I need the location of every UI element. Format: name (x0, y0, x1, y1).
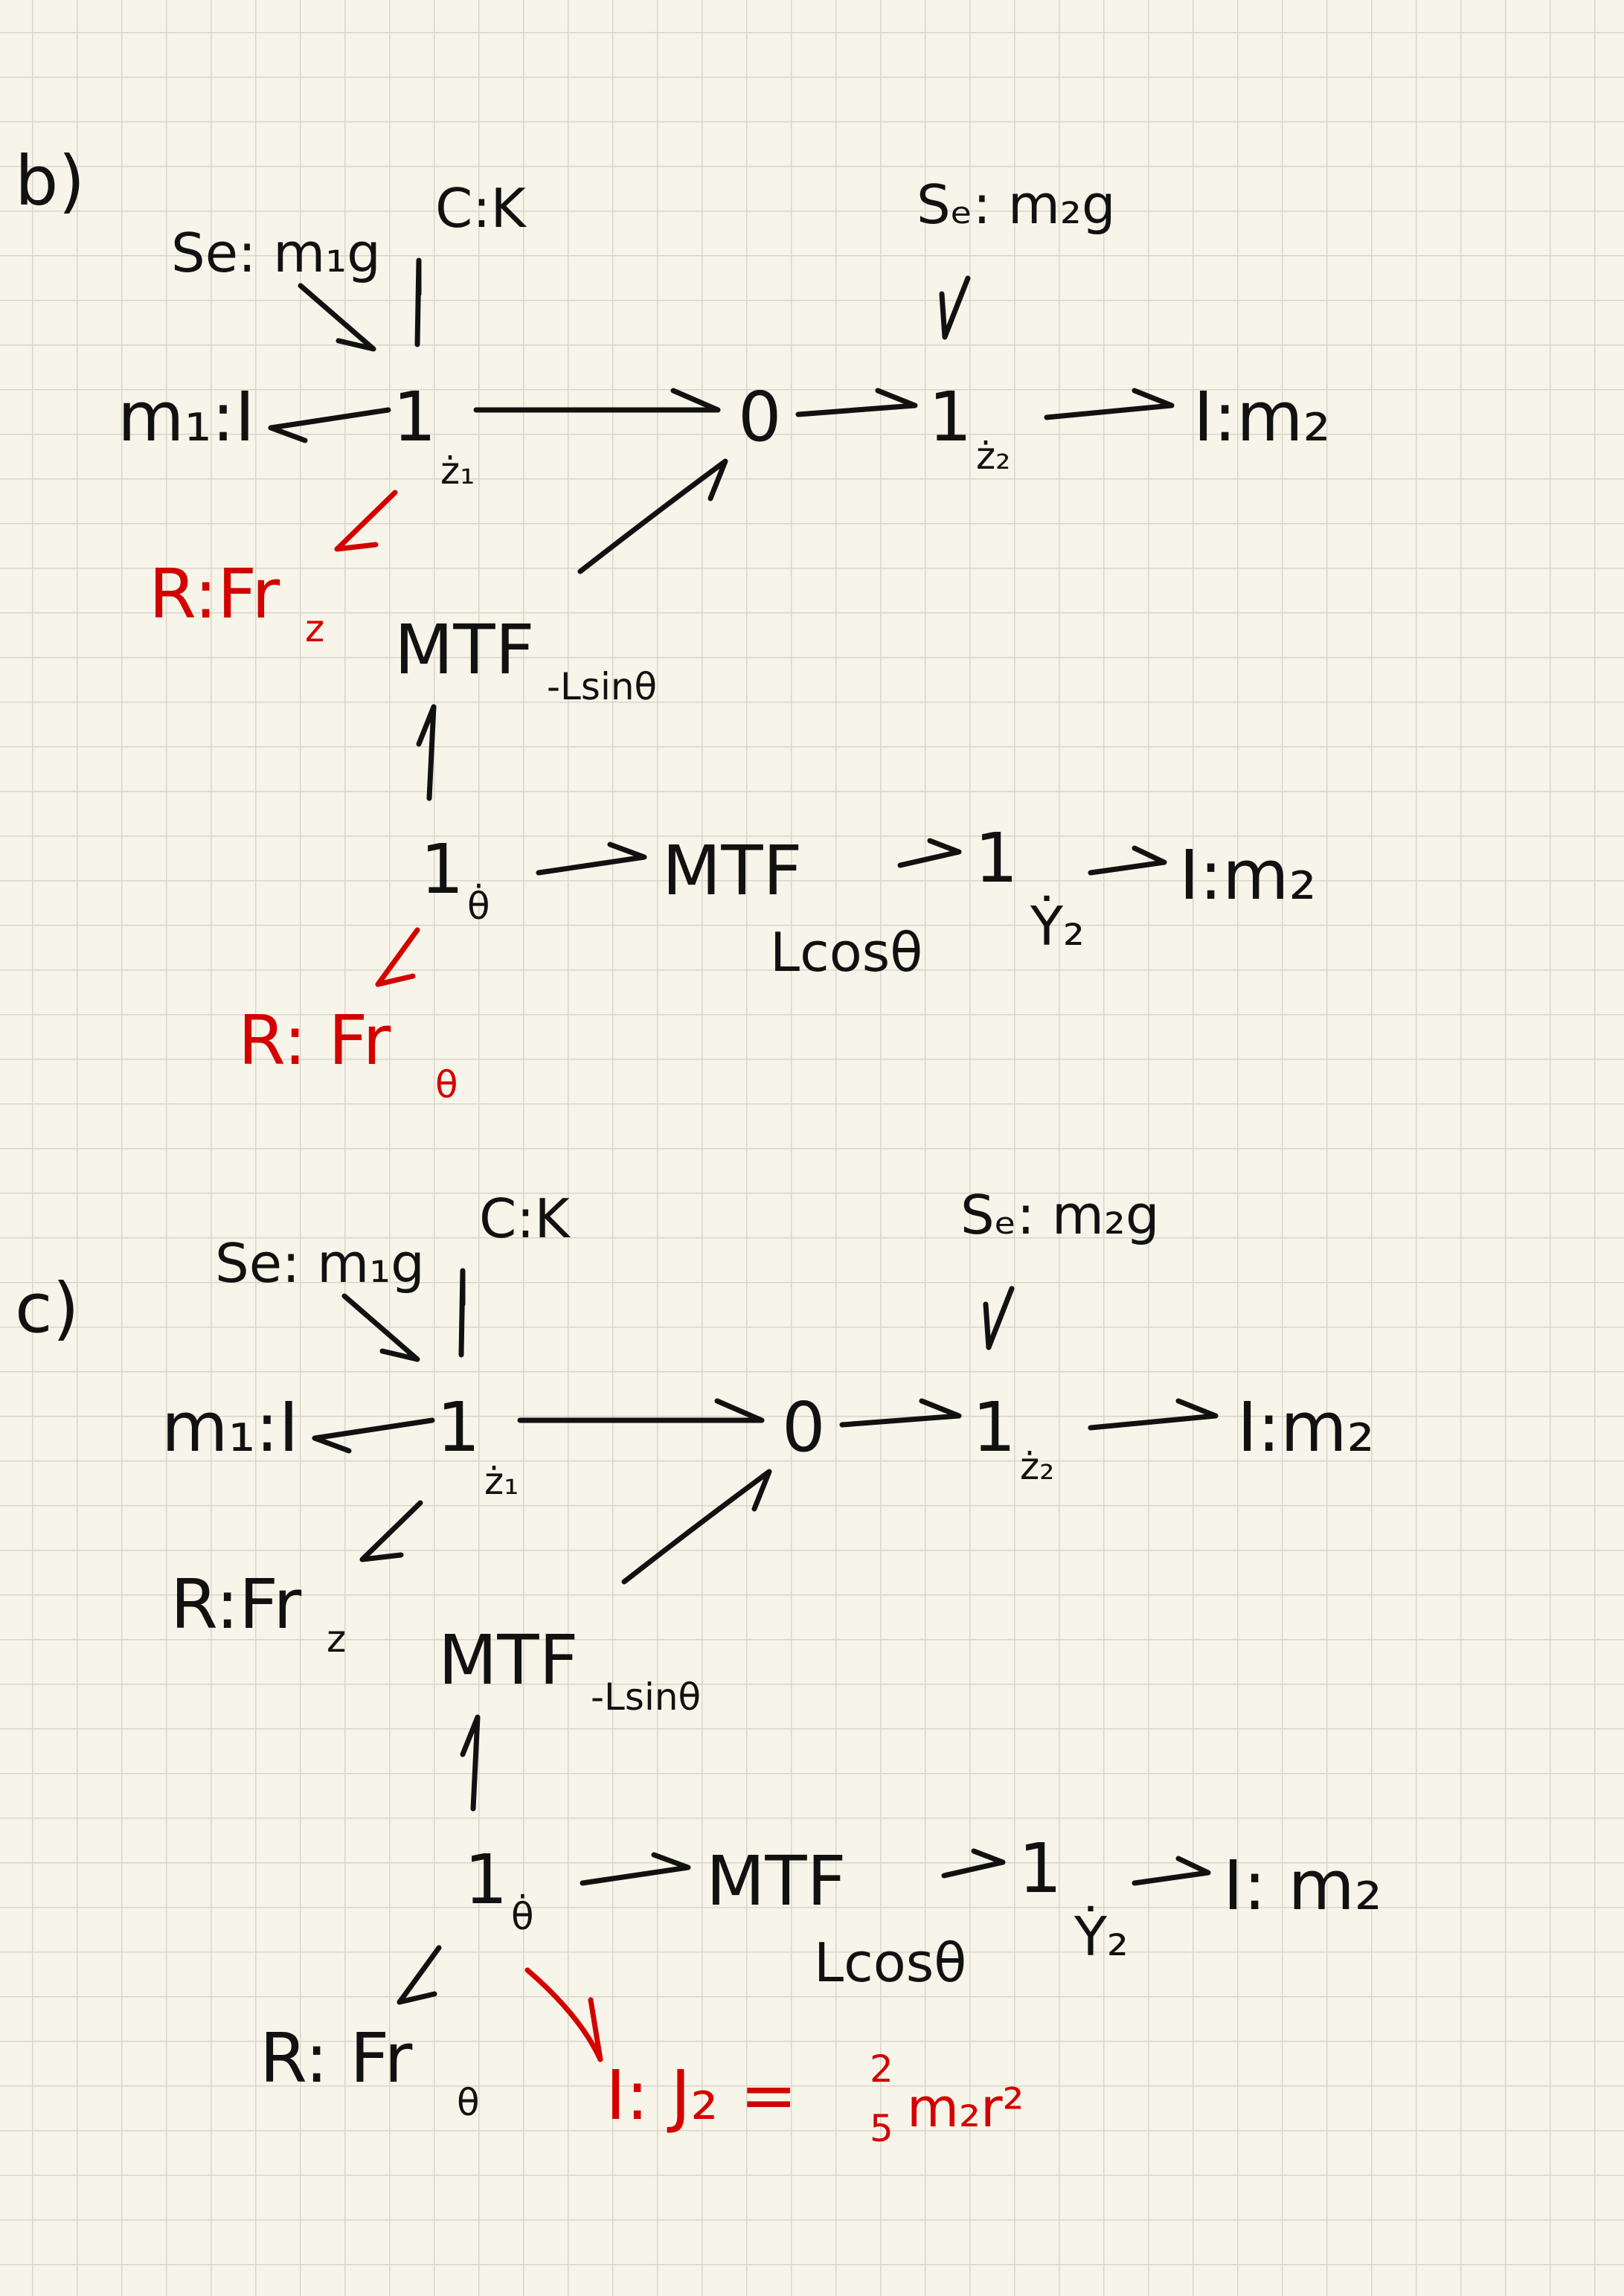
inertia-m2-top: I:m₂ (1193, 377, 1331, 457)
inertia-m2-bottom: I: m₂ (1223, 1846, 1382, 1925)
capacitor-k: C:K (435, 177, 527, 240)
inertia-m2-bottom: I:m₂ (1179, 836, 1317, 915)
bond-junction-to-inertia-m2 (1088, 1398, 1219, 1431)
bond-mtf-to-zero (621, 1469, 772, 1585)
capacitor-k: C:K (479, 1187, 571, 1250)
resistor-z-label: R:Fr (149, 554, 280, 634)
z1-velocity: ż₁ (440, 449, 475, 493)
y2-velocity: Ẏ₂ (1030, 895, 1085, 958)
bond-se-to-junction (298, 283, 376, 352)
mtf-lsin: MTF (438, 1620, 579, 1700)
z2-velocity: ż₂ (976, 434, 1010, 478)
bond-zero-to-one-z2 (795, 388, 918, 417)
bond-mtf-to-one-y2 (941, 1848, 1006, 1879)
bond-junction-to-capacitor (458, 1268, 466, 1358)
bond-theta-to-mtf-lcos (580, 1852, 691, 1886)
one-junction-z2: 1 (928, 377, 972, 457)
bond-one-to-zero (473, 388, 721, 413)
zero-junction: 0 (738, 377, 782, 457)
bond-se2-to-junction (939, 275, 971, 340)
bond-junction-to-inertia-m1 (268, 407, 391, 443)
bond-theta-to-mtf (416, 704, 437, 801)
source-effort-m1g: Se: m₁g (171, 222, 381, 284)
resistor-friction-z: R:Fr z (149, 554, 324, 650)
resistor-z-subscript: z (327, 1617, 346, 1661)
inertia-j2-equation: I: J₂ = 2 5 m₂r² (606, 2048, 1024, 2150)
source-effort-m2g: Sₑ: m₂g (960, 1184, 1160, 1246)
resistor-z-subscript: z (305, 607, 324, 650)
bond-theta-to-mtf (460, 1714, 481, 1812)
mtf-lsin: MTF (394, 610, 535, 690)
bond-junction-to-resistor-z (359, 1500, 423, 1562)
one-junction-z1: 1 (393, 377, 437, 457)
bond-junction-to-resistor-z (334, 490, 398, 552)
resistor-theta-subscript: θ (435, 1063, 458, 1106)
part-b-label: b) (15, 141, 85, 221)
bond-y2-to-inertia-m2 (1132, 1856, 1211, 1886)
y2-velocity: Ẏ₂ (1073, 1905, 1129, 1968)
bond-theta-to-resistor (375, 927, 420, 987)
bond-mtf-to-zero (577, 458, 728, 574)
resistor-friction-theta: R: Fr θ (238, 1001, 458, 1106)
bond-junction-to-inertia-m2 (1044, 388, 1175, 420)
source-effort-m1g: Se: m₁g (215, 1232, 425, 1295)
one-junction-y2: 1 (1018, 1829, 1062, 1908)
inertia-m1: m₁:I (118, 377, 255, 457)
bond-theta-to-mtf-lcos (536, 841, 647, 876)
mtf-lsin-modulus: -Lsinθ (547, 665, 657, 708)
bond-se2-to-junction (983, 1286, 1015, 1350)
inertia-m1: m₁:I (161, 1388, 299, 1467)
bond-mtf-to-one-y2 (897, 838, 962, 868)
fraction-denominator: 5 (870, 2107, 893, 2150)
one-junction-theta: 1 (464, 1840, 508, 1920)
bond-junction-to-inertia-m1 (312, 1417, 435, 1454)
resistor-theta-subscript: θ (457, 2081, 480, 2124)
z2-velocity: ż₂ (1020, 1445, 1054, 1488)
part-c-label: c) (15, 1269, 79, 1348)
resistor-z-label: R:Fr (170, 1565, 301, 1644)
mtf-lcos-modulus: Lcosθ (770, 921, 922, 984)
mtf-lcos-modulus: Lcosθ (814, 1931, 966, 1994)
inertia-j2-mass-radius: m₂r² (907, 2077, 1024, 2139)
mtf-lsin-modulus: -Lsinθ (591, 1675, 701, 1719)
bond-se-to-junction (341, 1293, 420, 1362)
bond-y2-to-inertia-m2 (1088, 845, 1167, 876)
bond-one-to-zero (517, 1398, 765, 1423)
mtf-lcos: MTF (706, 1841, 847, 1921)
zero-junction: 0 (782, 1388, 826, 1467)
part-c-diagram: Se: m₁g C:K m₁:I 1 ż₁ 0 1 ż₂ Sₑ: m₂g I:m… (161, 1184, 1382, 2150)
one-junction-z1: 1 (437, 1388, 481, 1467)
inertia-j2-label: I: J₂ = (606, 2056, 797, 2135)
one-junction-z2: 1 (972, 1388, 1016, 1467)
mtf-lcos: MTF (662, 831, 803, 911)
bond-theta-to-inertia-j2 (524, 1967, 603, 2062)
theta-velocity: θ̇ (467, 884, 490, 928)
source-effort-m2g: Sₑ: m₂g (917, 173, 1116, 236)
one-junction-y2: 1 (975, 818, 1018, 898)
inertia-m2-top: I:m₂ (1237, 1388, 1375, 1467)
z1-velocity: ż₁ (484, 1460, 519, 1503)
bond-junction-to-capacitor (414, 257, 422, 347)
one-junction-theta: 1 (420, 830, 464, 909)
bond-zero-to-one-z2 (839, 1398, 962, 1428)
theta-velocity: θ̇ (511, 1894, 534, 1938)
fraction-numerator: 2 (870, 2048, 893, 2091)
resistor-theta-label: R: Fr (260, 2018, 413, 2098)
bond-theta-to-resistor (397, 1945, 442, 2005)
resistor-theta-label: R: Fr (238, 1001, 391, 1080)
part-b-diagram: b) Se: m₁g C:K m₁:I 1 ż₁ 0 1 ż₂ Sₑ: m₂g … (15, 141, 1331, 1106)
